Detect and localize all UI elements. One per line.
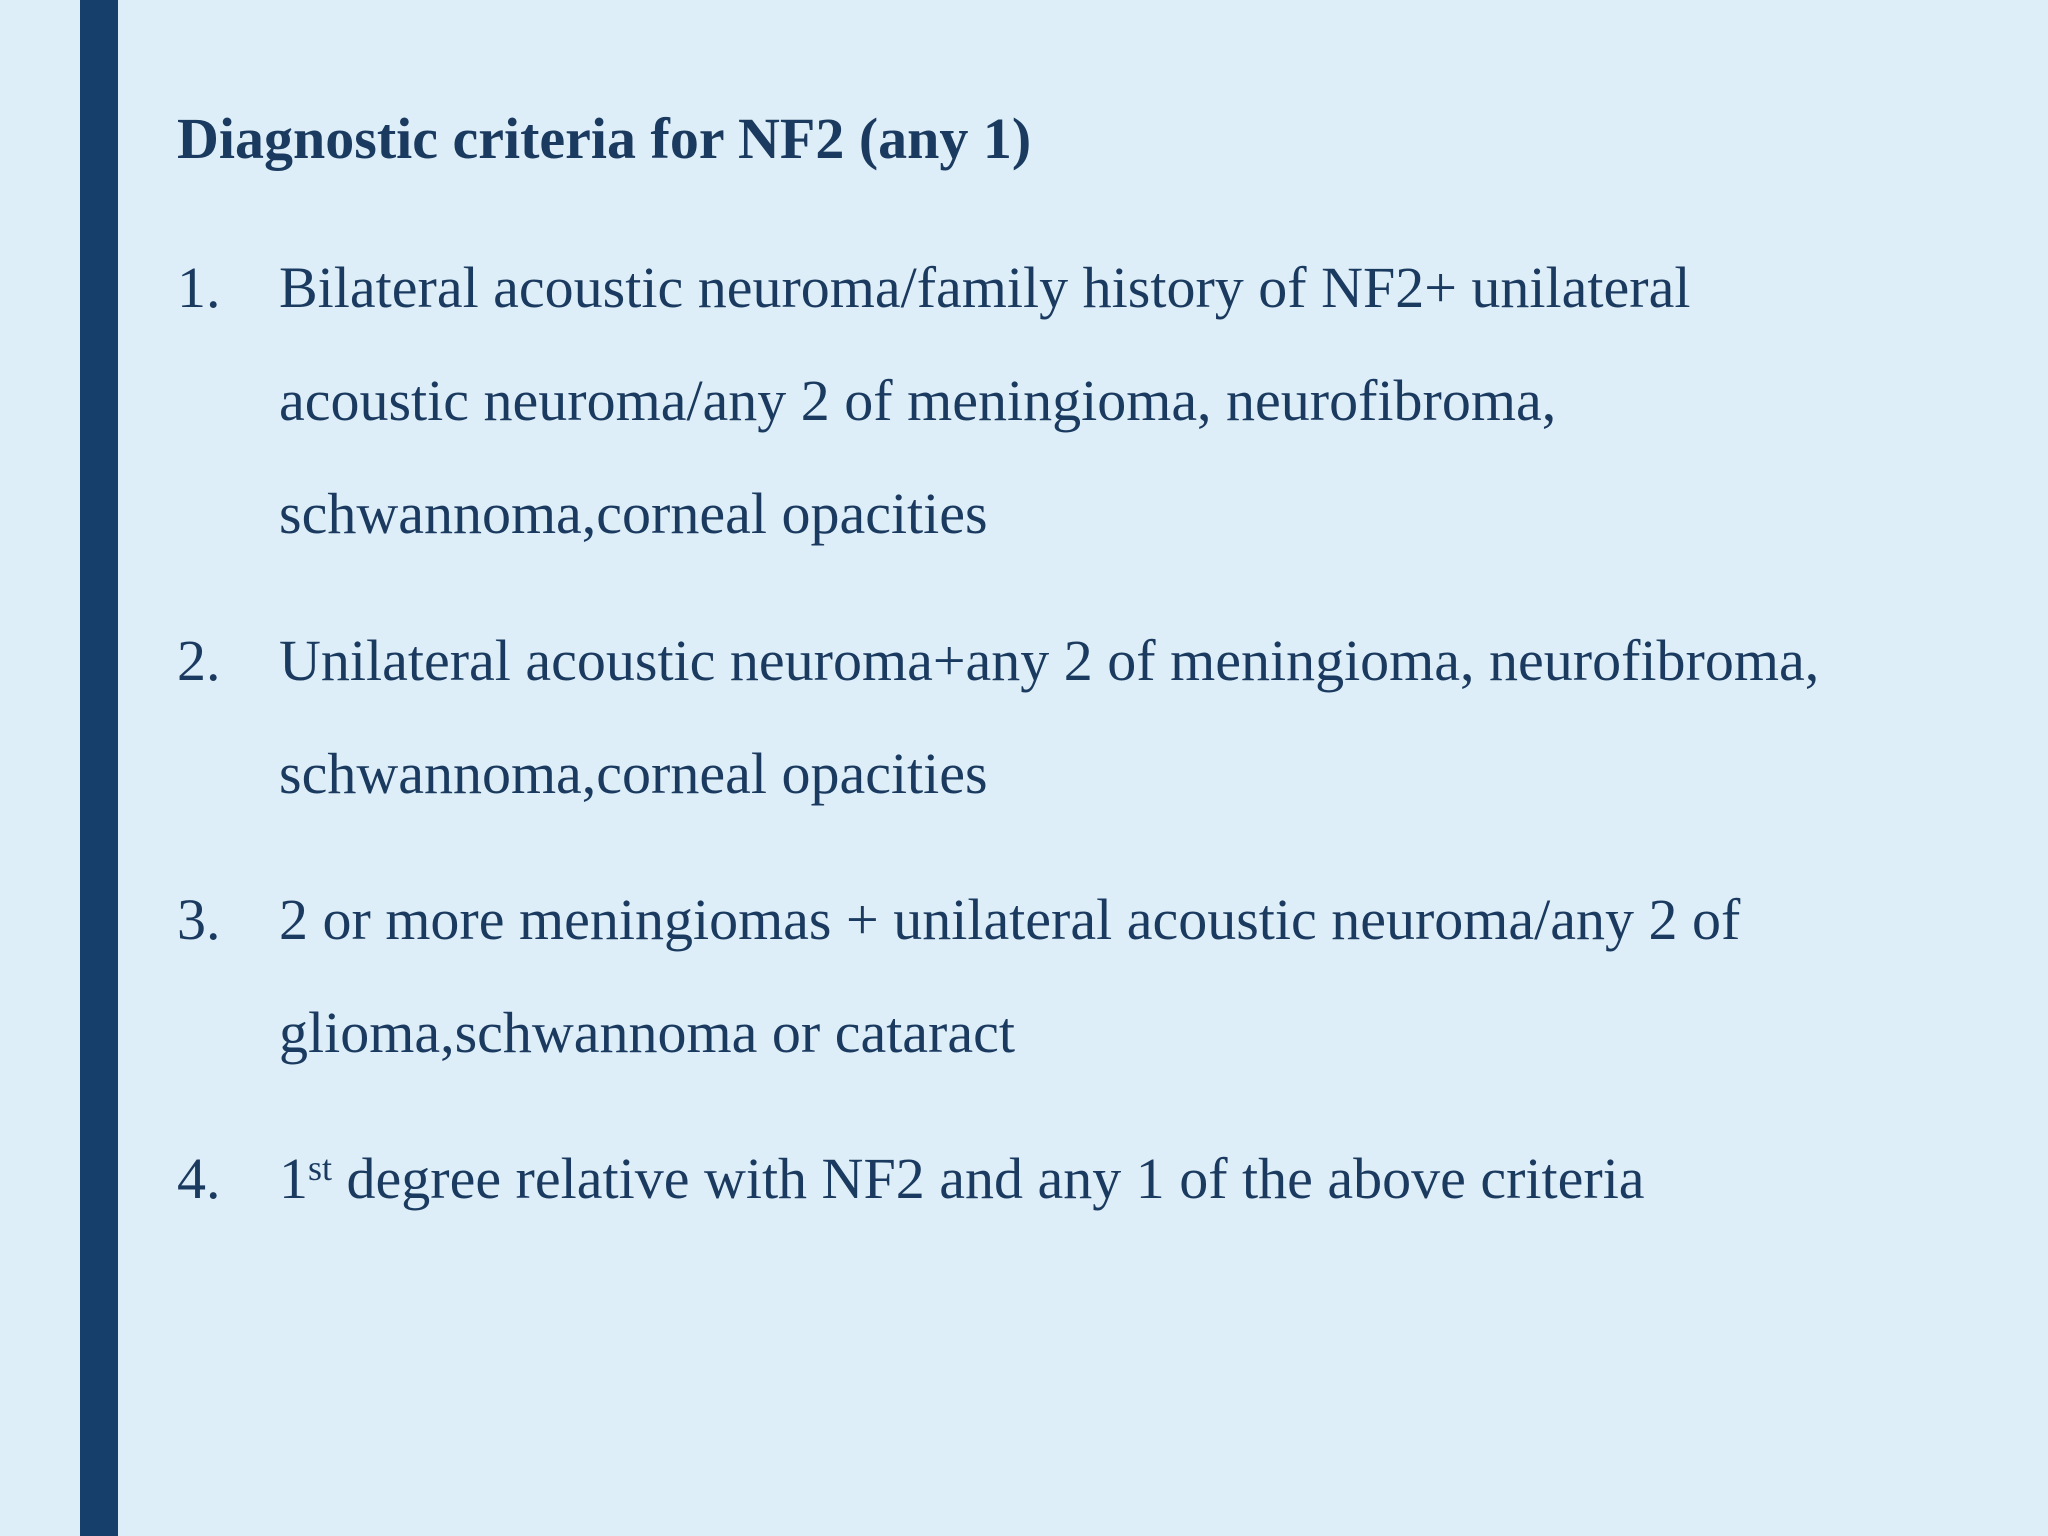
slide-content: Diagnostic criteria for NF2 (any 1) 1. B… (177, 0, 1997, 1536)
criteria-line: Bilateral acoustic neuroma/family histor… (279, 255, 1691, 320)
criteria-item-1: 1. Bilateral acoustic neuroma/family his… (177, 231, 1997, 570)
criteria-number: 3. (177, 887, 221, 952)
accent-bar (80, 0, 118, 1536)
ordinal-number: 1 (279, 1146, 308, 1211)
criteria-number: 4. (177, 1146, 221, 1211)
criteria-line: glioma,schwannoma or cataract (279, 1000, 1015, 1065)
criteria-text: 2 or more meningiomas + unilateral acous… (279, 863, 1997, 1089)
criteria-text: Unilateral acoustic neuroma+any 2 of men… (279, 604, 1997, 830)
criteria-item-4: 4. 1st degree relative with NF2 and any … (177, 1122, 1997, 1235)
criteria-number: 1. (177, 255, 221, 320)
criteria-line-text: degree relative with NF2 and any 1 of th… (332, 1146, 1645, 1211)
ordinal-superscript: st (308, 1148, 333, 1188)
criteria-item-2: 2. Unilateral acoustic neuroma+any 2 of … (177, 604, 1997, 830)
criteria-line: schwannoma,corneal opacities (279, 741, 988, 806)
criteria-line: 2 or more meningiomas + unilateral acous… (279, 887, 1741, 952)
slide-title: Diagnostic criteria for NF2 (any 1) (177, 106, 1032, 171)
criteria-line: schwannoma,corneal opacities (279, 481, 988, 546)
criteria-item-3: 3. 2 or more meningiomas + unilateral ac… (177, 863, 1997, 1089)
criteria-text: 1st degree relative with NF2 and any 1 o… (279, 1122, 1997, 1235)
criteria-line: Unilateral acoustic neuroma+any 2 of men… (279, 628, 1820, 693)
criteria-number: 2. (177, 628, 221, 693)
criteria-line: acoustic neuroma/any 2 of meningioma, ne… (279, 368, 1557, 433)
criteria-line: 1st degree relative with NF2 and any 1 o… (279, 1122, 1997, 1235)
criteria-text: Bilateral acoustic neuroma/family histor… (279, 231, 1997, 570)
